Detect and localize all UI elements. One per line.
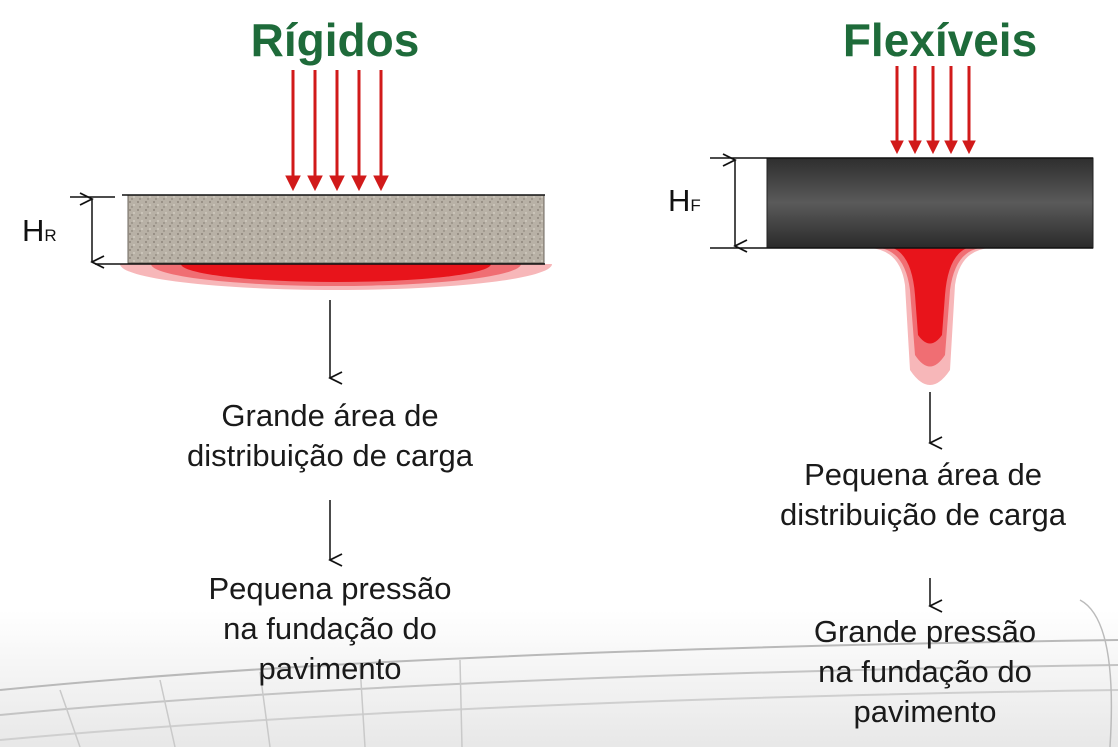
flexible-load-arrows <box>890 66 976 155</box>
rigid-height-dimension <box>70 197 115 262</box>
rigid-load-arrows <box>285 70 389 192</box>
rigid-distribution-text: Grande área de distribuição de carga <box>186 398 474 473</box>
flexible-distribution-text: Pequena área de distribuição de carga <box>779 457 1067 532</box>
rigid-height-label: HR <box>22 213 57 254</box>
load-arrow <box>285 70 389 192</box>
height-subscript: F <box>690 196 701 215</box>
asphalt-slab <box>766 157 1094 249</box>
rigid-title: Rígidos <box>250 14 420 66</box>
concrete-slab <box>127 194 545 264</box>
height-subscript: R <box>44 226 57 245</box>
background-sketch <box>0 599 1118 747</box>
flexible-title: Flexíveis <box>842 14 1038 66</box>
height-symbol: H <box>22 213 45 248</box>
rigid-pressure-text: Pequena pressão na fundação do pavimento <box>208 571 452 686</box>
flexible-height-label: HF <box>668 183 701 224</box>
flexible-stress-bulb <box>870 248 990 385</box>
height-symbol: H <box>668 183 691 218</box>
load-arrow <box>890 66 976 155</box>
flexible-pressure-text: Grande pressão na fundação do pavimento <box>813 614 1037 729</box>
